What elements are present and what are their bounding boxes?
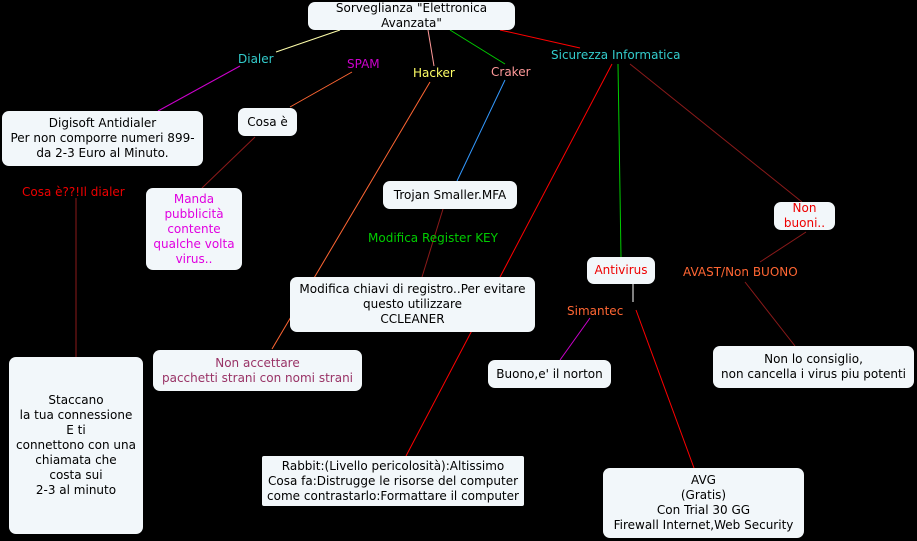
node-non-buoni[interactable]: Non buoni.. bbox=[774, 201, 835, 230]
node-manda[interactable]: Manda pubblicità contente qualche volta … bbox=[146, 188, 242, 270]
label-hacker[interactable]: Hacker bbox=[413, 66, 455, 80]
label-craker[interactable]: Craker bbox=[491, 65, 531, 79]
label-dialer[interactable]: Dialer bbox=[238, 52, 274, 66]
link-sicurezza-antivirus bbox=[617, 63, 622, 258]
link-root-sicurezza bbox=[499, 29, 581, 49]
label-simantec[interactable]: Simantec bbox=[567, 304, 624, 318]
link-sicurezza-nonbuoni bbox=[629, 63, 803, 203]
node-modifica-chiavi[interactable]: Modifica chiavi di registro..Per evitare… bbox=[290, 277, 535, 332]
node-digisoft[interactable]: Digisoft Antidialer Per non comporre num… bbox=[2, 111, 203, 166]
link-craker-trojan bbox=[456, 79, 506, 182]
node-buono-norton[interactable]: Buono,e' il norton bbox=[488, 360, 611, 388]
node-non-accettare[interactable]: Non accettare pacchetti strani con nomi … bbox=[153, 350, 362, 391]
node-non-consiglio[interactable]: Non lo consiglio, non cancella i virus p… bbox=[713, 346, 914, 388]
label-spam[interactable]: SPAM bbox=[347, 57, 380, 71]
link-dialer-digisoft bbox=[157, 65, 241, 112]
label-sicurezza[interactable]: Sicurezza Informatica bbox=[551, 48, 681, 62]
link-root-dialer bbox=[275, 29, 341, 53]
node-rabbit[interactable]: Rabbit:(Livello pericolosità):Altissimo … bbox=[262, 456, 524, 506]
node-avg[interactable]: AVG (Gratis) Con Trial 30 GG Firewall In… bbox=[603, 468, 804, 538]
label-avast[interactable]: AVAST/Non BUONO bbox=[683, 265, 798, 279]
node-cosa-e[interactable]: Cosa è bbox=[238, 108, 297, 136]
node-antivirus[interactable]: Antivirus bbox=[587, 257, 655, 284]
link-simantec-buono bbox=[559, 317, 591, 361]
node-staccano[interactable]: Staccano la tua connessione E ti connett… bbox=[9, 357, 143, 534]
link-cosa-manda bbox=[201, 136, 256, 189]
link-spam-cosa bbox=[289, 71, 353, 108]
label-cosa-dialer[interactable]: Cosa è??!Il dialer bbox=[22, 185, 125, 199]
link-root-craker bbox=[449, 29, 506, 65]
link-antivirus-avg bbox=[635, 309, 695, 469]
link-root-hacker bbox=[427, 29, 435, 67]
node-root[interactable]: Sorveglianza "Elettronica Avanzata" bbox=[308, 1, 515, 30]
link-sicurezza-rabbit bbox=[405, 63, 613, 457]
label-modifica-register[interactable]: Modifica Register KEY bbox=[368, 231, 498, 245]
node-trojan[interactable]: Trojan Smaller.MFA bbox=[383, 181, 517, 209]
link-avast-nonconsiglio bbox=[744, 281, 796, 347]
link-trojan-modifica bbox=[421, 208, 444, 278]
link-nonbuoni-avast bbox=[759, 231, 807, 263]
